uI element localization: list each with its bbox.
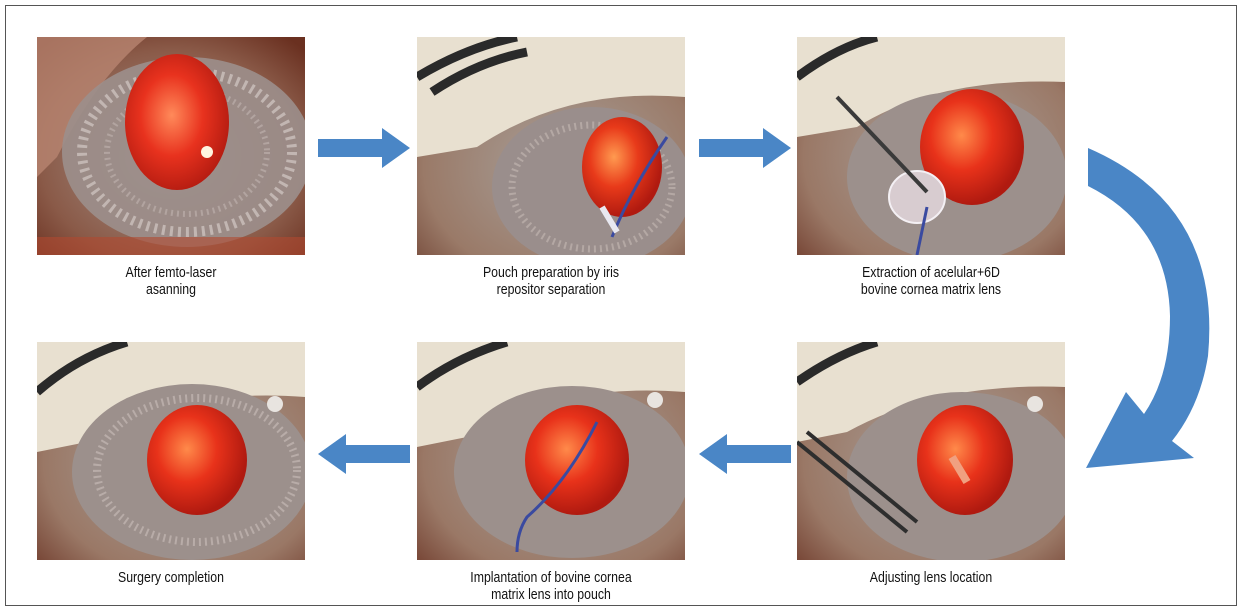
photo-step-3	[797, 37, 1065, 255]
photo-step-6	[37, 342, 305, 560]
caption-line: asanning	[48, 281, 294, 298]
eye-surgery-completion-icon	[37, 342, 305, 560]
photo-step-4	[797, 342, 1065, 560]
caption-line: Adjusting lens location	[808, 569, 1054, 586]
caption-line: Pouch preparation by iris	[428, 264, 674, 281]
caption-line: repositor separation	[428, 281, 674, 298]
photo-step-2	[417, 37, 685, 255]
caption-step-3: Extraction of acelular+6D bovine cornea …	[808, 264, 1054, 298]
photo-step-5	[417, 342, 685, 560]
caption-step-2: Pouch preparation by iris repositor sepa…	[428, 264, 674, 298]
arrow-left-icon	[318, 434, 410, 474]
caption-line: Extraction of acelular+6D	[808, 264, 1054, 281]
caption-line: matrix lens into pouch	[428, 586, 674, 603]
caption-line: bovine cornea matrix lens	[808, 281, 1054, 298]
eye-implantation-icon	[417, 342, 685, 560]
eye-pouch-preparation-icon	[417, 37, 685, 255]
eye-after-laser-icon	[37, 37, 305, 255]
arrow-right-icon	[699, 128, 791, 168]
arrow-left-icon	[699, 434, 791, 474]
caption-line: Implantation of bovine cornea	[428, 569, 674, 586]
caption-line: After femto-laser	[48, 264, 294, 281]
eye-adjusting-lens-icon	[797, 342, 1065, 560]
caption-step-4: Adjusting lens location	[808, 569, 1054, 586]
photo-step-1	[37, 37, 305, 255]
caption-step-5: Implantation of bovine cornea matrix len…	[428, 569, 674, 603]
curved-arrow-down-icon	[1082, 146, 1222, 496]
eye-lens-extraction-icon	[797, 37, 1065, 255]
caption-step-6: Surgery completion	[48, 569, 294, 586]
arrow-right-icon	[318, 128, 410, 168]
caption-line: Surgery completion	[48, 569, 294, 586]
caption-step-1: After femto-laser asanning	[48, 264, 294, 298]
